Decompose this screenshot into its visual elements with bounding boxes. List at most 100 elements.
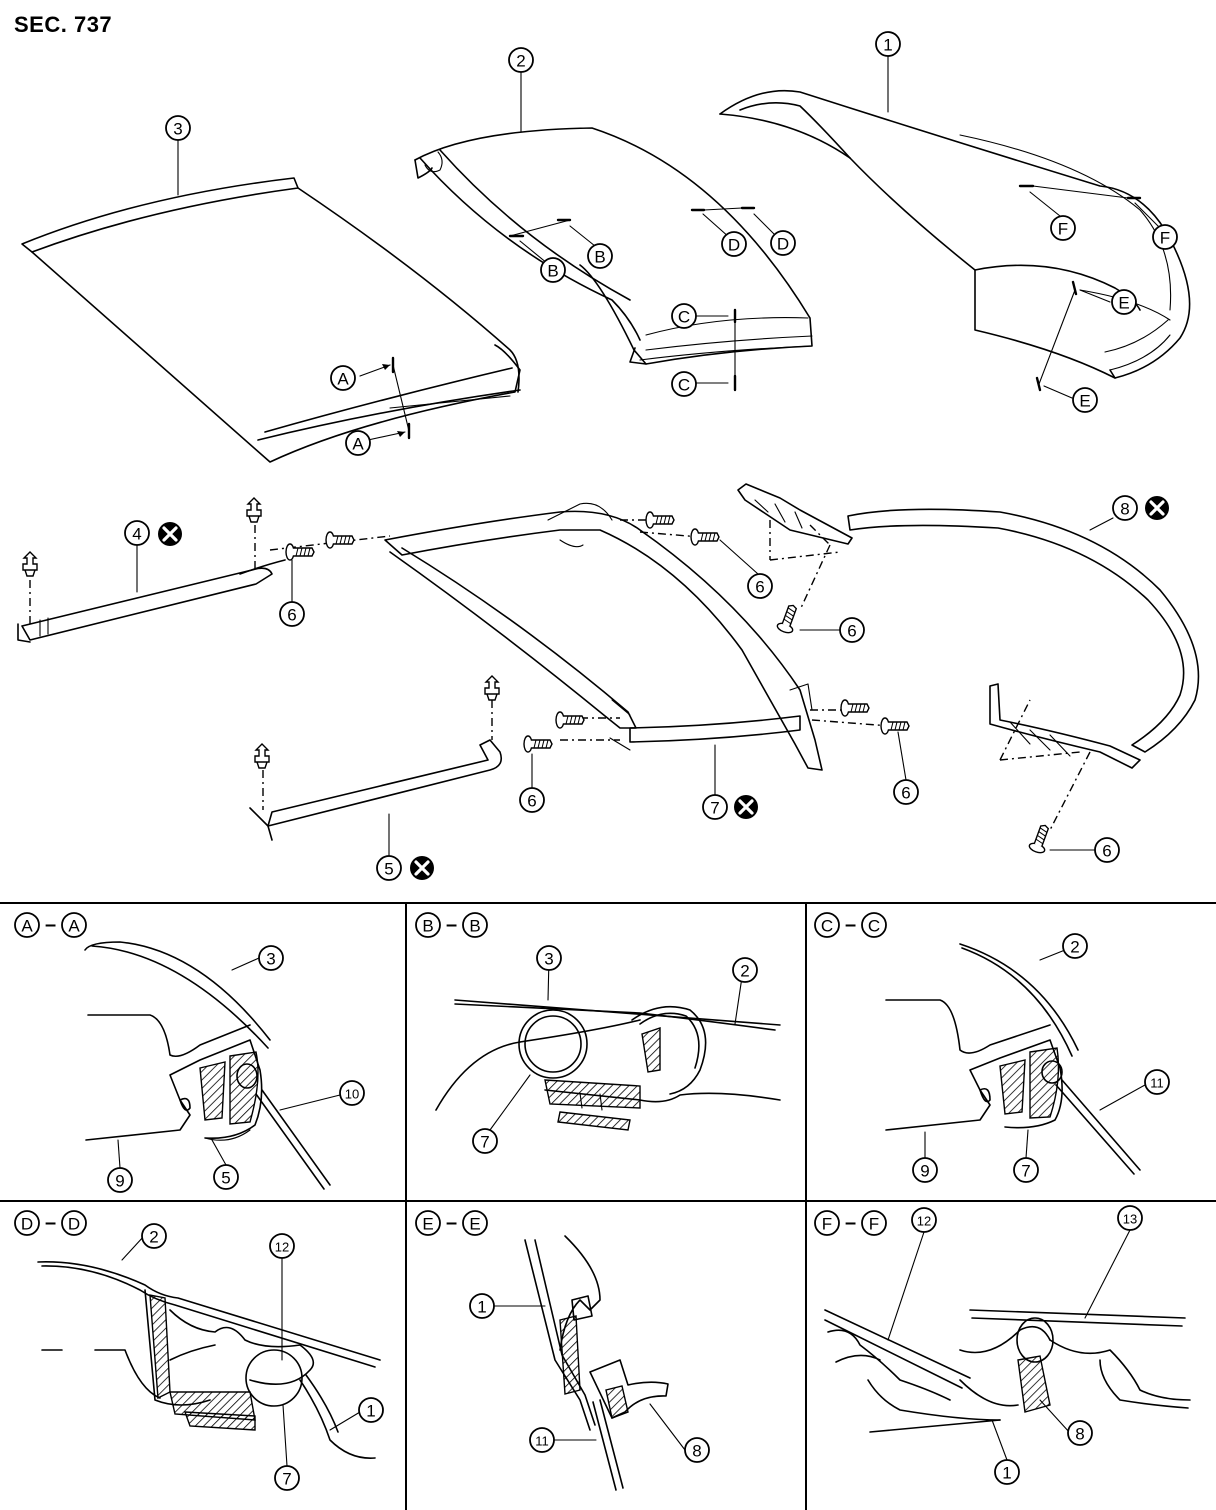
svg-text:3: 3: [173, 120, 182, 139]
svg-text:E: E: [422, 1215, 433, 1234]
svg-text:5: 5: [384, 860, 393, 879]
svg-text:–: –: [446, 914, 457, 936]
svg-text:8: 8: [1075, 1425, 1084, 1444]
section-f-f-drawing: [824, 1309, 1191, 1433]
callout-7: 7: [702, 794, 728, 820]
section-header-c-c: C – C: [814, 912, 887, 938]
callout-7: 7: [472, 1128, 498, 1154]
svg-text:–: –: [45, 1212, 56, 1234]
callout-e: E: [1072, 387, 1098, 413]
svg-text:7: 7: [282, 1470, 291, 1489]
svg-text:6: 6: [287, 606, 296, 625]
callout-a: A: [345, 430, 371, 456]
svg-text:4: 4: [132, 525, 141, 544]
callout-8: 8: [1067, 1420, 1093, 1446]
callout-1: 1: [875, 31, 901, 57]
callout-2: 2: [1062, 933, 1088, 959]
svg-text:13: 13: [1123, 1212, 1137, 1227]
section-d-d-drawing: [37, 1261, 381, 1459]
callout-2: 2: [141, 1223, 167, 1249]
svg-text:D: D: [68, 1215, 80, 1234]
section-title: SEC. 737: [14, 12, 113, 37]
section-header-f-f: F – F: [814, 1210, 887, 1236]
svg-text:2: 2: [740, 962, 749, 981]
svg-text:9: 9: [115, 1172, 124, 1191]
callout-f: F: [1050, 215, 1076, 241]
callout-4: 4: [124, 520, 150, 546]
section-marker-a-top: [359, 356, 411, 441]
callout-f: F: [1152, 224, 1178, 250]
section-e-e-drawing: [524, 1235, 669, 1491]
callout-3: 3: [536, 945, 562, 971]
svg-text:10: 10: [345, 1087, 359, 1102]
do-not-reuse-icon: [156, 520, 184, 548]
roof-panel-3: [21, 177, 521, 463]
do-not-reuse-icon: [732, 793, 760, 821]
svg-text:B: B: [547, 262, 558, 281]
callout-12: 12: [269, 1233, 295, 1259]
section-b-b-drawing: [435, 999, 781, 1131]
callout-7: 7: [1013, 1157, 1039, 1183]
callout-6: 6: [839, 617, 865, 643]
svg-text:–: –: [446, 1212, 457, 1234]
svg-text:F: F: [1160, 229, 1170, 248]
callout-13: 13: [1117, 1205, 1143, 1231]
svg-text:B: B: [469, 917, 480, 936]
callout-5: 5: [213, 1164, 239, 1190]
svg-text:8: 8: [1120, 500, 1129, 519]
svg-text:E: E: [469, 1215, 480, 1234]
callout-8: 8: [1112, 495, 1138, 521]
section-marker-f-top: [1018, 184, 1161, 229]
svg-text:2: 2: [516, 52, 525, 71]
callout-6: 6: [1094, 837, 1120, 863]
svg-text:3: 3: [544, 950, 553, 969]
svg-text:1: 1: [1002, 1464, 1011, 1483]
weatherstrip-8: [737, 483, 1200, 831]
svg-text:1: 1: [366, 1402, 375, 1421]
svg-text:1: 1: [883, 36, 892, 55]
svg-text:7: 7: [480, 1133, 489, 1152]
callout-e: E: [1111, 289, 1137, 315]
section-marker-e-top: [1035, 280, 1111, 399]
svg-text:F: F: [822, 1215, 832, 1234]
svg-text:C: C: [821, 917, 833, 936]
callout-12: 12: [911, 1207, 937, 1233]
svg-text:–: –: [845, 1212, 856, 1234]
svg-text:11: 11: [1150, 1076, 1164, 1091]
svg-text:A: A: [337, 370, 349, 389]
section-grid: [0, 902, 1216, 1510]
svg-text:7: 7: [710, 799, 719, 818]
section-header-e-e: E – E: [415, 1210, 488, 1236]
callout-11: 11: [529, 1427, 555, 1453]
svg-text:6: 6: [755, 578, 764, 597]
callout-9: 9: [912, 1157, 938, 1183]
svg-text:9: 9: [920, 1162, 929, 1181]
svg-text:12: 12: [275, 1240, 289, 1255]
svg-text:6: 6: [527, 792, 536, 811]
callout-6: 6: [279, 601, 305, 627]
section-marker-d-top: [690, 206, 781, 241]
do-not-reuse-icon: [1143, 494, 1171, 522]
callout-d: D: [721, 231, 747, 257]
svg-text:5: 5: [221, 1169, 230, 1188]
svg-text:A: A: [21, 917, 33, 936]
section-header-b-b: B – B: [415, 912, 488, 938]
callout-c: C: [671, 303, 697, 329]
svg-text:A: A: [352, 435, 364, 454]
callout-10: 10: [339, 1080, 365, 1106]
svg-text:1: 1: [477, 1298, 486, 1317]
callout-6: 6: [747, 573, 773, 599]
callout-1: 1: [994, 1459, 1020, 1485]
callout-6: 6: [519, 787, 545, 813]
callout-b: B: [587, 243, 613, 269]
callout-11: 11: [1144, 1069, 1170, 1095]
svg-text:6: 6: [847, 622, 856, 641]
svg-text:C: C: [678, 376, 690, 395]
svg-text:F: F: [869, 1215, 879, 1234]
section-a-a-drawing: [84, 941, 331, 1190]
callout-d: D: [770, 230, 796, 256]
section-marker-c-top: [695, 308, 737, 392]
callout-9: 9: [107, 1167, 133, 1193]
